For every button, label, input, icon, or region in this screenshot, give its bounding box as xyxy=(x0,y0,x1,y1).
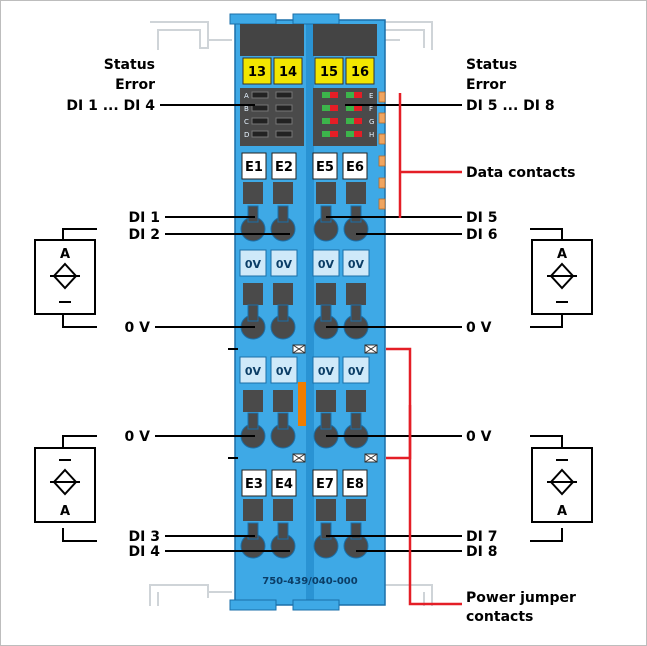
led-letter-f: F xyxy=(369,105,373,113)
zero-v-box-2: 0V xyxy=(276,258,293,271)
power-jumper-bar xyxy=(298,382,306,426)
left-di4-label: DI 4 xyxy=(129,544,161,560)
zero-v-box-5: 0V xyxy=(245,365,262,378)
right-zero-v-upper-label: 0 V xyxy=(466,320,492,336)
left-zero-v-lower-label: 0 V xyxy=(125,429,151,445)
sensor-right-lower: A xyxy=(531,447,593,523)
sensor-letter: A xyxy=(60,504,70,519)
right-callout-lines xyxy=(326,104,563,552)
right-range-label: DI 5 ... DI 8 xyxy=(466,98,555,114)
led-letter-h: H xyxy=(369,131,374,139)
sensor-letter: A xyxy=(557,504,567,519)
power-jumper-markers xyxy=(228,344,378,463)
left-range-label: DI 1 ... DI 4 xyxy=(66,98,155,114)
sensor-right-upper: A xyxy=(531,239,593,315)
right-di6-label: DI 6 xyxy=(466,227,497,243)
left-callout-lines xyxy=(62,104,290,552)
right-di8-label: DI 8 xyxy=(466,544,497,560)
zero-v-box-6: 0V xyxy=(276,365,293,378)
zero-v-box-7: 0V xyxy=(318,365,335,378)
left-di3-label: DI 3 xyxy=(129,529,160,545)
terminal-e2-label: E2 xyxy=(275,160,293,175)
terminal-labels-top: E1 E2 E5 E6 xyxy=(241,152,368,180)
terminal-e3-label: E3 xyxy=(245,477,263,492)
sensor-left-lower: A xyxy=(34,447,96,523)
right-error-label: Error xyxy=(466,77,506,93)
led-letter-a: A xyxy=(244,92,249,100)
slot-labels: 13 14 15 16 xyxy=(242,57,375,85)
zero-v-box-8: 0V xyxy=(348,365,365,378)
led-letter-e: E xyxy=(369,92,373,100)
slot-13-label: 13 xyxy=(248,65,266,80)
left-error-label: Error xyxy=(115,77,155,93)
led-letter-c: C xyxy=(244,118,249,126)
terminal-e4-label: E4 xyxy=(275,477,293,492)
right-zero-v-lower-label: 0 V xyxy=(466,429,492,445)
sensor-letter: A xyxy=(60,247,70,262)
sensor-letter: A xyxy=(557,247,567,262)
slot-15-label: 15 xyxy=(320,65,338,80)
right-power-jumper-label-1: Power jumper xyxy=(466,590,576,606)
led-letter-b: B xyxy=(244,105,249,113)
left-di2-label: DI 2 xyxy=(129,227,160,243)
led-panel-right: E F G H xyxy=(313,88,377,146)
left-status-label: Status xyxy=(104,57,155,73)
model-number: 750-439/040-000 xyxy=(262,576,357,587)
data-contacts xyxy=(378,91,386,210)
right-status-label: Status xyxy=(466,57,517,73)
sensor-left-upper: A xyxy=(34,239,96,315)
terminal-e8-label: E8 xyxy=(346,477,364,492)
led-letter-g: G xyxy=(369,118,374,126)
left-di1-label: DI 1 xyxy=(129,210,160,226)
right-power-jumper-label-2: contacts xyxy=(466,609,533,625)
led-panel-left: A B C D xyxy=(240,88,304,146)
slot-16-label: 16 xyxy=(351,65,369,80)
right-data-contacts-label: Data contacts xyxy=(466,165,575,181)
terminal-e1-label: E1 xyxy=(245,160,263,175)
right-di5-label: DI 5 xyxy=(466,210,497,226)
terminal-e6-label: E6 xyxy=(346,160,364,175)
led-letter-d: D xyxy=(244,131,249,139)
terminal-e7-label: E7 xyxy=(316,477,334,492)
terminal-labels-bottom: E3 E4 E7 E8 xyxy=(241,469,368,497)
rail-outline xyxy=(149,21,433,606)
terminal-e5-label: E5 xyxy=(316,160,334,175)
left-zero-v-upper-label: 0 V xyxy=(125,320,151,336)
zero-v-box-3: 0V xyxy=(318,258,335,271)
slot-14-label: 14 xyxy=(279,65,297,80)
release-slots xyxy=(243,182,366,521)
right-di7-label: DI 7 xyxy=(466,529,497,545)
zero-v-box-4: 0V xyxy=(348,258,365,271)
red-callouts xyxy=(386,93,462,606)
zero-v-box-1: 0V xyxy=(245,258,262,271)
zero-v-boxes: 0V 0V 0V 0V 0V 0V 0V 0V xyxy=(239,249,370,384)
